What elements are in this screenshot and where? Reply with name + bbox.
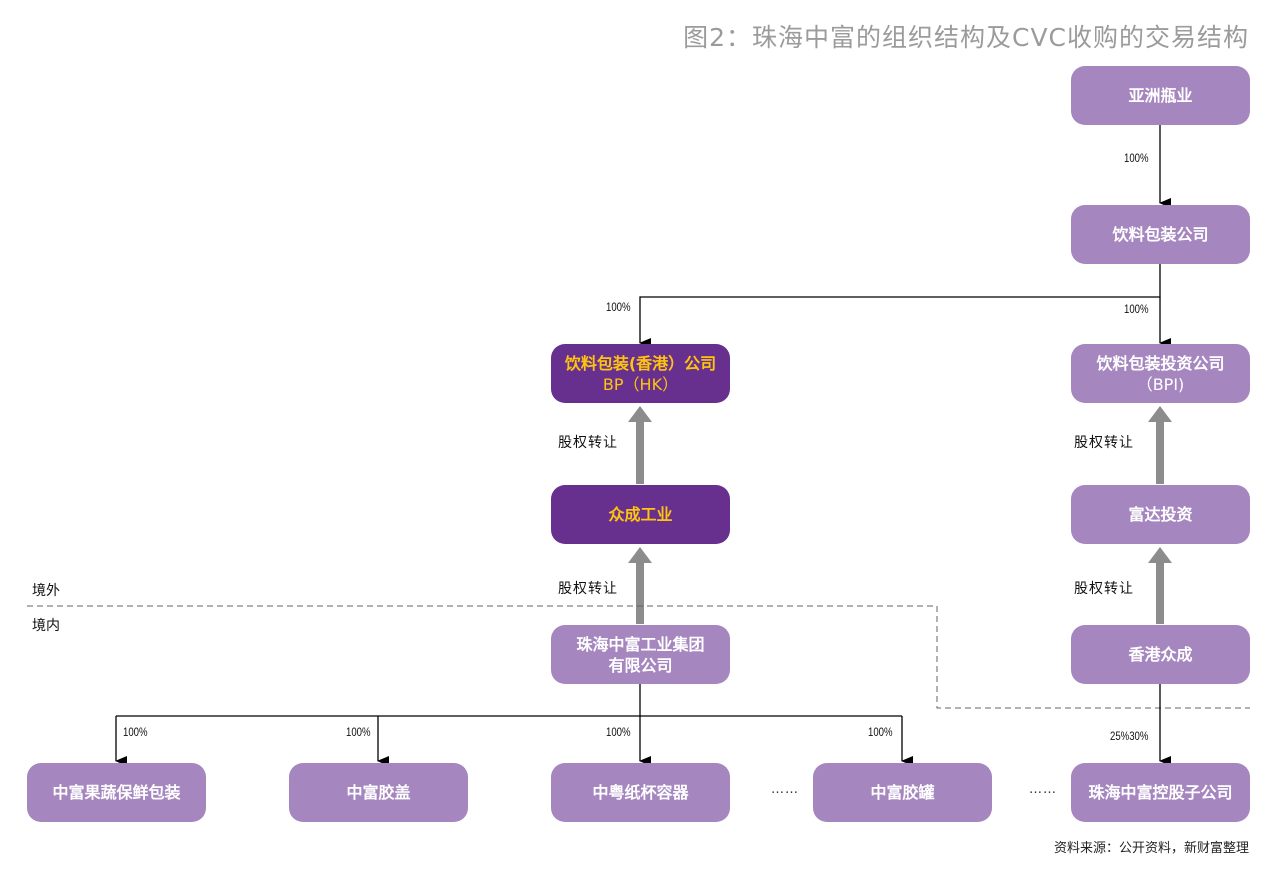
edge-label-group-to-caps: 100% [346, 725, 371, 739]
edge-label-group-to-fruit-veg: 100% [123, 725, 148, 739]
edge-label-asia-to-beverage: 100% [1124, 151, 1149, 165]
node-sublabel: 有限公司 [608, 655, 673, 675]
edge-label-beverage-to-bpi: 100% [1124, 302, 1149, 316]
figure-title: 图2：珠海中富的组织结构及CVC收购的交易结构 [683, 23, 1249, 52]
border-dashed-line [27, 605, 1250, 709]
node-asia-bottle[interactable]: 亚洲瓶业 [1071, 66, 1250, 125]
node-label: 中富胶罐 [870, 783, 935, 802]
node-bpi[interactable]: 饮料包装投资公司 （BPI) [1071, 344, 1250, 403]
node-beverage-packaging[interactable]: 饮料包装公司 [1071, 205, 1250, 264]
node-label: 亚洲瓶业 [1128, 86, 1193, 105]
node-sublabel: BP（HK） [602, 374, 679, 394]
node-bp-hk[interactable]: 饮料包装(香港）公司 BP（HK） [551, 344, 730, 403]
node-label: 中富果蔬保鲜包装 [52, 783, 181, 802]
node-label: 珠海中富控股子公司 [1088, 783, 1233, 802]
node-hk-zhongcheng[interactable]: 香港众成 [1071, 625, 1250, 684]
node-label: 中富胶盖 [346, 783, 411, 802]
node-sub-caps[interactable]: 中富胶盖 [289, 763, 468, 822]
transfer-arrow-hk-to-fuda [1148, 547, 1172, 624]
node-label: 饮料包装投资公司 [1096, 353, 1225, 373]
node-label: 中粤纸杯容器 [592, 783, 689, 802]
node-label: 珠海中富工业集团 [576, 634, 705, 654]
transfer-label-zhongcheng-to-bphk: 股权转让 [558, 435, 618, 451]
node-label: 香港众成 [1128, 645, 1193, 664]
source-note: 资料来源：公开资料，新财富整理 [1053, 841, 1249, 856]
node-label: 众成工业 [608, 505, 673, 524]
node-sub-paper-cups[interactable]: 中粤纸杯容器 [551, 763, 730, 822]
transfer-arrow-zhongcheng-to-bphk [628, 406, 652, 484]
transfer-arrow-fuda-to-bpi [1148, 406, 1172, 484]
ellipsis-more-subsidiaries: …… [771, 782, 799, 797]
transfer-label-group-to-zhongcheng: 股权转让 [558, 581, 618, 597]
edge-label-group-to-cans: 100% [868, 725, 893, 739]
ellipsis-more-holding: …… [1029, 782, 1057, 797]
node-zhuhai-zhongfu-group[interactable]: 珠海中富工业集团 有限公司 [551, 625, 730, 684]
node-sublabel: （BPI) [1136, 374, 1185, 394]
node-zhuhai-holding-subsidiary[interactable]: 珠海中富控股子公司 [1071, 763, 1250, 822]
transfer-arrow-group-to-zhongcheng [628, 547, 652, 624]
edge-beverage-to-bphk [639, 263, 1161, 348]
node-zhongcheng-industry[interactable]: 众成工业 [551, 485, 730, 544]
edge-label-hk-to-holding-sub: 25%30% [1110, 729, 1149, 743]
edge-label-beverage-to-bphk: 100% [606, 300, 631, 314]
node-fuda-investment[interactable]: 富达投资 [1071, 485, 1250, 544]
node-label: 饮料包装公司 [1112, 225, 1209, 244]
transfer-label-hk-to-fuda: 股权转让 [1074, 581, 1134, 597]
node-label: 饮料包装(香港）公司 [564, 353, 717, 373]
edge-label-group-to-paper-cups: 100% [606, 725, 631, 739]
transfer-label-fuda-to-bpi: 股权转让 [1074, 435, 1134, 451]
region-label-offshore: 境外 [32, 583, 60, 599]
region-label-onshore: 境内 [32, 618, 60, 634]
node-sub-fruit-veg-packaging[interactable]: 中富果蔬保鲜包装 [27, 763, 206, 822]
node-label: 富达投资 [1128, 505, 1193, 524]
node-sub-cans[interactable]: 中富胶罐 [813, 763, 992, 822]
